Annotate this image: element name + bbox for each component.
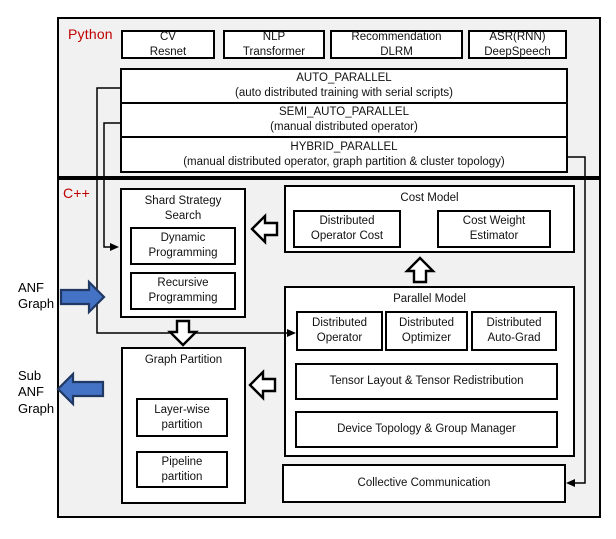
pipeline-partition-box: Pipeline partition <box>136 451 228 488</box>
shard-strategy-search-title: Shard Strategy Search <box>144 195 222 222</box>
distributed-auto-grad-box: Distributed Auto-Grad <box>471 311 557 351</box>
cost-model-title: Cost Model <box>400 192 459 204</box>
parallel-model-title: Parallel Model <box>393 293 466 305</box>
dynamic-programming-box: Dynamic Programming <box>130 227 236 265</box>
python-section-label: Python <box>68 26 113 42</box>
distributed-operator-box: Distributed Operator <box>296 311 383 351</box>
graph-partition-title: Graph Partition <box>144 354 223 366</box>
mode-bar-auto-parallel: AUTO_PARALLEL (auto distributed training… <box>120 68 568 104</box>
cpp-section-label: C++ <box>63 185 91 201</box>
mode-bar-semi-auto-parallel: SEMI_AUTO_PARALLEL (manual distributed o… <box>120 102 568 138</box>
app-box-asr-deepspeech: ASR(RNN) DeepSpeech <box>468 30 567 59</box>
tensor-layout-redistribution-box: Tensor Layout & Tensor Redistribution <box>295 363 558 400</box>
cost-weight-estimator-box: Cost Weight Estimator <box>437 210 551 248</box>
collective-communication-box: Collective Communication <box>282 464 566 503</box>
sub-anf-graph-label: Sub ANF Graph <box>18 368 55 416</box>
anf-graph-label: ANF Graph <box>18 280 55 312</box>
mode-bar-hybrid-parallel: HYBRID_PARALLEL (manual distributed oper… <box>120 136 568 173</box>
distributed-operator-cost-box: Distributed Operator Cost <box>293 210 401 248</box>
distributed-optimizer-box: Distributed Optimizer <box>385 311 468 351</box>
recursive-programming-box: Recursive Programming <box>130 272 236 310</box>
app-box-recommendation-dlrm: Recommendation DLRM <box>330 30 463 59</box>
device-topology-group-manager-box: Device Topology & Group Manager <box>295 411 558 448</box>
app-box-cv-resnet: CV Resnet <box>121 30 215 59</box>
app-box-nlp-transformer: NLP Transformer <box>223 30 325 59</box>
layer-wise-partition-box: Layer-wise partition <box>136 398 228 437</box>
